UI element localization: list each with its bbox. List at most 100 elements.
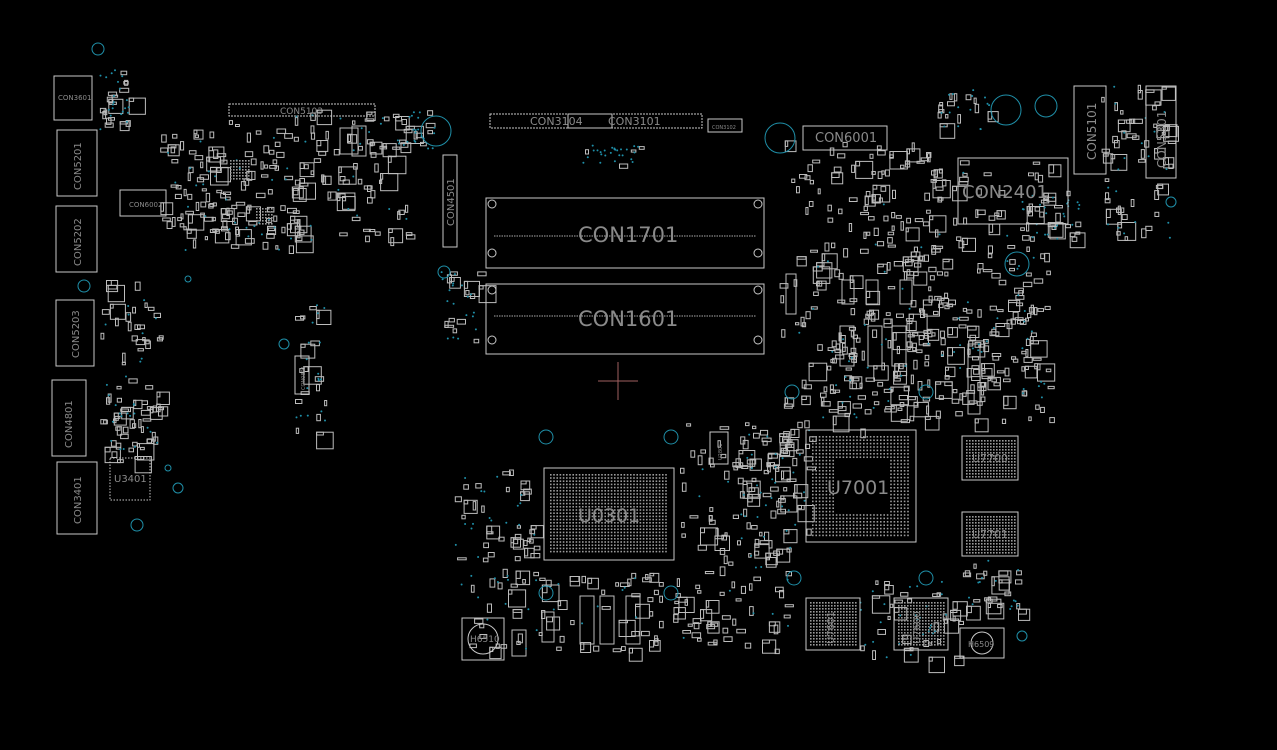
connector-con5201[interactable]: CON5201 (56, 129, 98, 197)
bga-ball (981, 522, 983, 524)
cpu-u0301[interactable]: U0301 (543, 467, 675, 561)
bga-ball (910, 644, 912, 646)
bga-ball (646, 538, 648, 540)
bga-ball (907, 436, 909, 438)
passive-part (204, 216, 214, 222)
via (337, 188, 340, 191)
connector-con5301[interactable]: CON5301 (1145, 85, 1177, 179)
bga-ball (575, 512, 578, 514)
bga-ball (866, 449, 868, 452)
bga-ball (903, 480, 906, 482)
mounting-hole (172, 482, 184, 494)
bga-ball (810, 608, 812, 610)
bga-ball (925, 620, 927, 622)
connector-con5202[interactable]: CON5202 (55, 205, 98, 273)
bga-ball (633, 512, 635, 514)
gpu-u7001[interactable]: U7001 (805, 429, 917, 543)
bga-ball (636, 496, 638, 498)
connector-con4801[interactable]: CON4801 (51, 379, 87, 457)
vram-u7700[interactable]: U7700 (961, 435, 1019, 481)
inductor-h6510[interactable]: H6510 (461, 617, 505, 661)
bga-ball (829, 493, 831, 496)
via (1021, 208, 1024, 211)
bga-ball (582, 490, 584, 492)
vram-u7601[interactable]: U7601 (805, 597, 861, 651)
passive-part (128, 447, 134, 453)
connector-con3601[interactable]: CON3601 (53, 75, 93, 121)
bga-ball (863, 456, 865, 458)
bga-ball (550, 531, 552, 534)
connector-con5101[interactable]: CON5101 (1073, 85, 1107, 175)
memory-slot-con1601[interactable]: CON1601 (485, 283, 765, 355)
connector-con4501[interactable]: CON4501 (442, 154, 458, 248)
connector-con3102[interactable]: CON3102 (707, 118, 743, 133)
via (474, 328, 477, 331)
passive-part (894, 363, 899, 372)
connector-con6001[interactable]: CON6001 (802, 125, 888, 151)
bga-ball (633, 550, 635, 553)
bga-ball (849, 611, 851, 613)
bga-ball (620, 534, 622, 537)
connector-con3401[interactable]: CON3401 (56, 461, 98, 535)
bga-ball (839, 524, 841, 526)
bga-ball (236, 172, 238, 174)
bga-ball (569, 506, 571, 508)
connector-con3104-con3101[interactable]: CON3104 CON3101 (489, 113, 703, 129)
passive-part (806, 528, 812, 536)
mounting-hole (278, 338, 290, 350)
bga-ball (566, 518, 568, 521)
chip-u3401[interactable]: U3401 (109, 457, 151, 501)
vram-u7701[interactable]: U7701 (961, 511, 1019, 557)
bga-ball (999, 446, 1001, 448)
bga-ball (880, 456, 882, 458)
ic-package (316, 109, 333, 126)
connector-con6002[interactable]: CON6002 (119, 189, 167, 217)
via (596, 149, 599, 152)
connector-con5103[interactable]: CON5103 (228, 103, 376, 117)
bga-ball (626, 515, 629, 518)
connector-con5203[interactable]: CON5203 (55, 299, 95, 367)
connector-con0801[interactable]: CON0801 (294, 355, 310, 395)
ic-package (128, 97, 146, 115)
passive-part (1105, 192, 1110, 201)
bga-ball (594, 525, 597, 527)
via (477, 556, 480, 558)
bga-ball (662, 483, 664, 486)
connector-con2401[interactable]: CON2401 (957, 157, 1069, 225)
via (1123, 232, 1126, 235)
bga-ball (931, 611, 933, 613)
bga-ball (556, 538, 558, 540)
via (742, 493, 745, 496)
ic-package (133, 399, 143, 410)
passive-part (938, 104, 944, 113)
bga-ball (829, 524, 831, 526)
passive-part (801, 395, 807, 401)
passive-part (907, 598, 913, 604)
bga-ball (642, 528, 645, 530)
chip-u2801[interactable]: U2801 (709, 431, 729, 465)
memory-slot-con1701[interactable]: CON1701 (485, 197, 765, 269)
bga-ball (1014, 458, 1016, 460)
via (764, 504, 767, 507)
bga-ball (934, 617, 936, 619)
bga-ball (873, 436, 875, 438)
bga-ball (239, 160, 241, 162)
passive-part (767, 463, 771, 473)
inductor-h6509[interactable]: H6509 (959, 627, 1005, 659)
passive-part (482, 557, 489, 563)
bga-ball (852, 605, 854, 607)
bga-ball (655, 550, 658, 553)
via (184, 249, 187, 251)
bga-ball (1011, 476, 1013, 478)
passive-part (370, 152, 377, 158)
passive-part (527, 537, 532, 543)
vram-u7600[interactable]: U7600 (893, 597, 949, 651)
bga-ball (966, 549, 968, 551)
bga-ball (922, 623, 924, 625)
bga-ball (828, 605, 830, 607)
bga-ball (943, 602, 945, 604)
bga-ball (869, 449, 872, 452)
passive-part (719, 548, 726, 555)
bga-ball (630, 499, 632, 502)
